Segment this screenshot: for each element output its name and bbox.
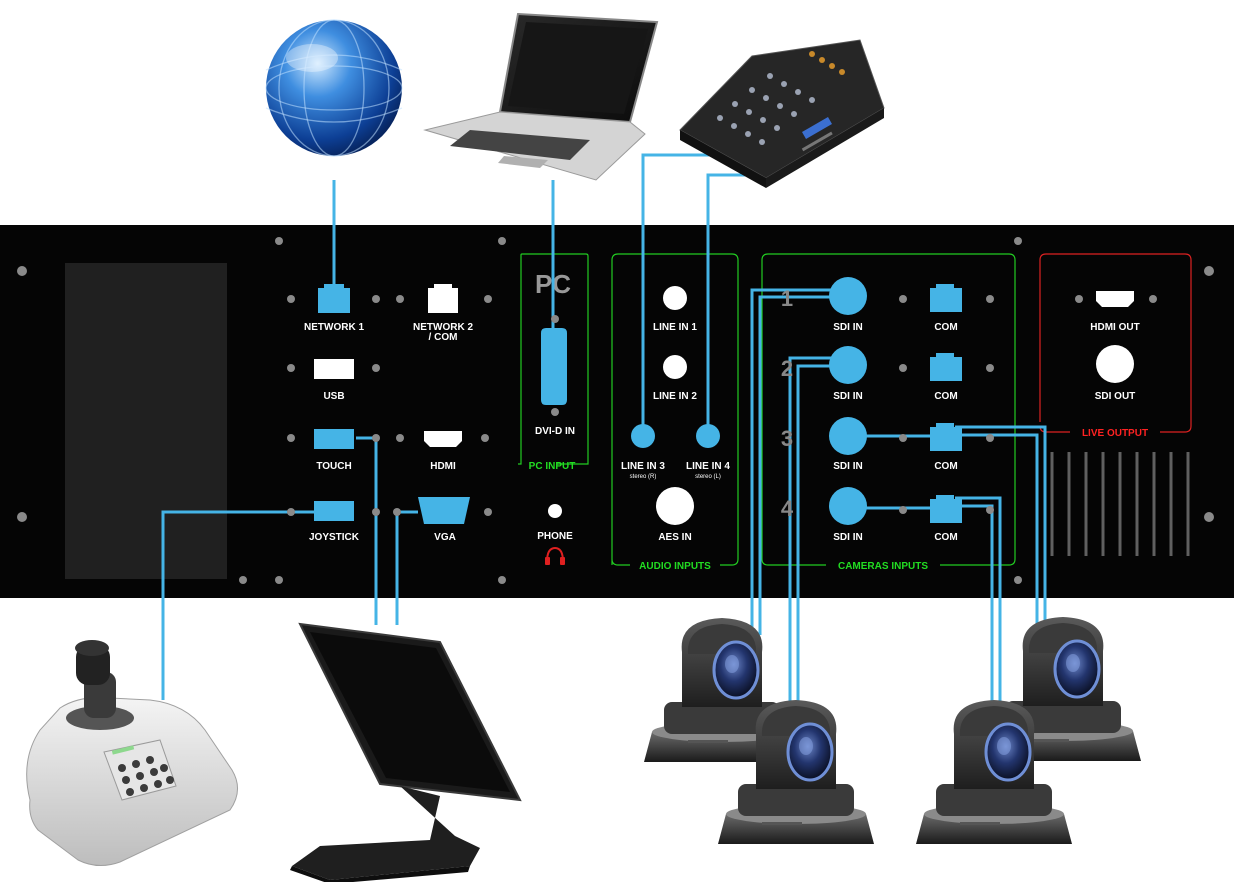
touch-label: TOUCH — [316, 461, 351, 472]
camera-number-1: 1 — [781, 286, 793, 311]
line-in-4-port[interactable]: LINE IN 4 stereo (L) — [686, 424, 730, 480]
com-4-port[interactable]: COM — [899, 495, 994, 543]
com-3-label: COM — [934, 461, 957, 472]
vga-label: VGA — [434, 532, 456, 543]
ptz-camera-icon — [642, 615, 1143, 846]
cameras-inputs-label: CAMERAS INPUTS — [838, 561, 928, 572]
cables — [161, 153, 1047, 712]
dvi-label: DVI-D IN — [535, 426, 575, 437]
line-in-1-label: LINE IN 1 — [653, 322, 697, 333]
line-in-1-port[interactable]: LINE IN 1 — [653, 286, 697, 333]
vent-slots — [1050, 452, 1190, 556]
touch-monitor-icon — [290, 622, 522, 882]
com-1-label: COM — [934, 322, 957, 333]
sdi-in-1-port[interactable]: SDI IN — [829, 277, 867, 333]
headphones-icon — [545, 546, 565, 565]
sdi-in-3-port[interactable]: SDI IN — [829, 417, 867, 472]
sdi-in-3-label: SDI IN — [833, 461, 862, 472]
usb-label: USB — [323, 391, 344, 402]
com-4-label: COM — [934, 532, 957, 543]
hdmi-out-port[interactable]: HDMI OUT — [1075, 291, 1157, 333]
aes-in-port[interactable]: AES IN — [656, 487, 694, 543]
pc-input-label: PC INPUT — [529, 461, 576, 472]
aes-in-label: AES IN — [658, 532, 691, 543]
rack-screws — [17, 237, 1214, 584]
camera-number-3: 3 — [781, 426, 793, 451]
line-in-3-port[interactable]: LINE IN 3 stereo (R) — [621, 424, 665, 480]
globe-icon — [265, 19, 403, 157]
line-in-2-port[interactable]: LINE IN 2 — [653, 355, 697, 402]
phone-label: PHONE — [537, 531, 573, 542]
hdmi-port[interactable]: HDMI — [396, 431, 489, 472]
sdi-in-4-label: SDI IN — [833, 532, 862, 543]
network2-port[interactable]: NETWORK 2 / COM — [396, 284, 492, 343]
rack-display-window — [65, 263, 227, 579]
cameras-inputs-group: CAMERAS INPUTS — [761, 253, 1016, 572]
camera-number-4: 4 — [781, 496, 794, 521]
usb-port[interactable]: USB — [287, 359, 380, 402]
line-in-4-label: LINE IN 4 — [686, 461, 730, 472]
sdi-out-label: SDI OUT — [1095, 391, 1136, 402]
com-3-port[interactable]: COM — [899, 423, 994, 472]
camera-number-2: 2 — [781, 356, 793, 381]
com-2-label: COM — [934, 391, 957, 402]
com-2-port[interactable]: COM — [899, 353, 994, 402]
network1-label: NETWORK 1 — [304, 322, 364, 333]
line-in-3-sub: stereo (R) — [630, 474, 657, 480]
touch-port[interactable]: TOUCH — [287, 429, 380, 472]
network2-label: NETWORK 2 — [413, 322, 473, 333]
live-output-label: LIVE OUTPUT — [1082, 428, 1148, 439]
sdi-out-port[interactable]: SDI OUT — [1095, 345, 1136, 402]
joystick-port[interactable]: JOYSTICK — [287, 501, 380, 543]
dvi-port[interactable]: DVI-D IN — [535, 315, 575, 437]
sdi-in-2-label: SDI IN — [833, 391, 862, 402]
joystick-label: JOYSTICK — [309, 532, 360, 543]
vga-port[interactable]: VGA — [393, 497, 492, 543]
audio-inputs-group: AUDIO INPUTS — [611, 253, 739, 572]
hdmi-out-label: HDMI OUT — [1090, 322, 1139, 333]
joystick-controller-icon — [26, 640, 238, 866]
line-in-3-label: LINE IN 3 — [621, 461, 665, 472]
line-in-2-label: LINE IN 2 — [653, 391, 697, 402]
audio-inputs-label: AUDIO INPUTS — [639, 561, 711, 572]
network2-label-sub: / COM — [429, 332, 458, 343]
sdi-in-4-port[interactable]: SDI IN — [829, 487, 867, 543]
sdi-in-1-label: SDI IN — [833, 322, 862, 333]
audio-mixer-icon — [679, 39, 885, 188]
phone-port[interactable]: PHONE — [537, 504, 573, 565]
com-1-port[interactable]: COM — [899, 284, 994, 333]
sdi-in-2-port[interactable]: SDI IN — [829, 346, 867, 402]
network1-port[interactable]: NETWORK 1 — [287, 284, 380, 333]
laptop-icon — [423, 12, 659, 181]
line-in-4-sub: stereo (L) — [695, 474, 721, 480]
hdmi-label: HDMI — [430, 461, 456, 472]
